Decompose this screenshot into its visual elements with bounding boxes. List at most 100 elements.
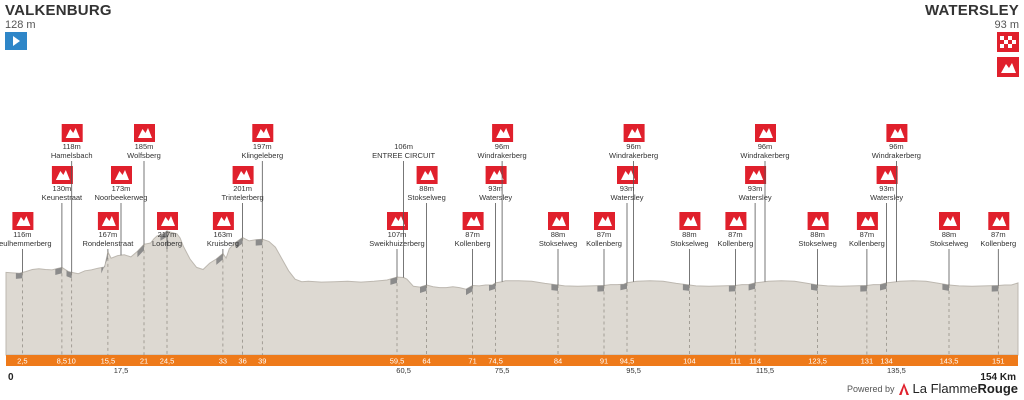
climb-name-label: Kollenberg	[980, 239, 1016, 248]
km-band-label: 21	[140, 357, 148, 366]
climb-altitude-label: 185m	[135, 142, 154, 151]
climb-name-label: Stokselweg	[539, 239, 577, 248]
km-axis-band	[6, 355, 1018, 366]
km-band-label: 2,5	[17, 357, 27, 366]
climb-altitude-label: 197m	[253, 142, 272, 151]
climb-name-label: Geulhemmerberg	[0, 239, 52, 248]
climb-altitude-label: 130m	[53, 184, 72, 193]
climb-name-label: Kollenberg	[717, 239, 753, 248]
km-band-label: 151	[992, 357, 1005, 366]
mountain-glyph-icon	[880, 170, 895, 180]
climb-altitude-label: 87m	[728, 230, 743, 239]
climb-name-label: Stokselweg	[930, 239, 968, 248]
climb-altitude-label: 87m	[991, 230, 1006, 239]
climb-name-label: Keunestraat	[42, 193, 83, 202]
climb-section	[728, 285, 736, 292]
mountain-glyph-icon	[101, 216, 116, 226]
climb-section	[160, 230, 167, 241]
climb-altitude-label: 88m	[419, 184, 434, 193]
climb-section	[748, 282, 756, 291]
flame-logo-icon	[898, 382, 909, 395]
mountain-glyph-icon	[627, 128, 642, 138]
climb-altitude-label: 93m	[488, 184, 503, 193]
climb-name-label: ENTREE CIRCUIT	[372, 151, 435, 160]
mountain-glyph-icon	[391, 216, 405, 226]
mountain-glyph-icon	[729, 216, 744, 226]
climb-altitude-label: 88m	[942, 230, 957, 239]
climb-section	[682, 284, 690, 291]
climb-section	[236, 237, 243, 249]
climb-name-label: Kollenberg	[849, 239, 885, 248]
climb-altitude-label: 116m	[13, 230, 31, 239]
climb-section	[942, 283, 949, 291]
climb-altitude-label: 173m	[112, 184, 131, 193]
climb-name-label: Kollenberg	[455, 239, 491, 248]
climb-section	[991, 285, 999, 292]
climb-section	[597, 285, 604, 292]
km-band-label: 15,5	[101, 357, 116, 366]
km-band-label: 104	[683, 357, 696, 366]
mountain-glyph-icon	[115, 170, 129, 180]
climb-altitude-label: 96m	[495, 142, 510, 151]
climb-altitude-label: 96m	[889, 142, 904, 151]
km-band-label: 24,5	[160, 357, 175, 366]
mountain-glyph-icon	[489, 170, 504, 180]
climb-section	[101, 251, 108, 274]
km-band-label: 134	[880, 357, 893, 366]
finish-altitude: 93 m	[994, 19, 1019, 31]
km-band-label: 71	[468, 357, 476, 366]
climb-flag-icon	[997, 57, 1019, 77]
climb-name-label: Windrakerberg	[740, 151, 789, 160]
mountain-glyph-icon	[65, 128, 80, 138]
climb-section	[551, 284, 558, 291]
mountain-glyph-icon	[943, 216, 957, 226]
km-below-label: 75,5	[495, 366, 510, 375]
mountain-glyph-icon	[161, 216, 175, 226]
profile-area	[5, 230, 1019, 356]
mountain-glyph-icon	[466, 216, 481, 226]
climb-section	[489, 282, 496, 291]
climb-section	[466, 285, 473, 296]
climb-altitude-label: 96m	[626, 142, 641, 151]
play-flag-icon	[5, 32, 27, 50]
climb-name-label: Watersley	[610, 193, 643, 202]
climb-altitude-label: 167m	[99, 230, 118, 239]
climb-section	[55, 267, 62, 275]
climb-name-label: Kruisberg	[207, 239, 239, 248]
mountain-glyph-icon	[496, 128, 511, 138]
start-header: VALKENBURG 128 m	[5, 2, 112, 31]
climb-name-label: Watersley	[870, 193, 903, 202]
km-band-label: 39	[258, 357, 266, 366]
brand-name: La FlammeRouge	[912, 381, 1018, 396]
climb-name-label: Watersley	[739, 193, 772, 202]
km-band-label: 143,5	[940, 357, 959, 366]
mountain-glyph-icon	[992, 216, 1007, 226]
start-altitude: 128 m	[5, 19, 36, 31]
km-below-label: 135,5	[887, 366, 906, 375]
mountain-glyph-icon	[16, 216, 31, 226]
climb-altitude-label: 93m	[879, 184, 894, 193]
climb-altitude-label: 88m	[551, 230, 566, 239]
climb-section	[420, 285, 427, 293]
km-band-label: 64	[422, 357, 430, 366]
mountain-glyph-icon	[890, 128, 905, 138]
climb-name-label: Sweikhuizerberg	[369, 239, 424, 248]
finish-town: WATERSLEY	[924, 2, 1019, 19]
powered-by-text: Powered by	[846, 383, 895, 394]
km-band-label: 84	[554, 357, 562, 366]
km-band-label: 111	[730, 357, 741, 366]
climb-section	[880, 282, 887, 291]
climb-section	[15, 272, 23, 279]
mountain-glyph-icon	[420, 170, 435, 180]
mountain-glyph-icon	[860, 216, 875, 226]
climb-section	[860, 285, 867, 292]
mountain-glyph-icon	[236, 170, 251, 180]
km-band-label: 59,5	[390, 357, 405, 366]
climb-name-label: Windrakerberg	[609, 151, 658, 160]
climb-section	[811, 283, 818, 291]
climb-altitude-label: 88m	[810, 230, 825, 239]
climb-name-label: Trintelerberg	[221, 193, 263, 202]
mountain-glyph-icon	[256, 128, 271, 138]
climb-altitude-label: 106m	[394, 142, 413, 151]
